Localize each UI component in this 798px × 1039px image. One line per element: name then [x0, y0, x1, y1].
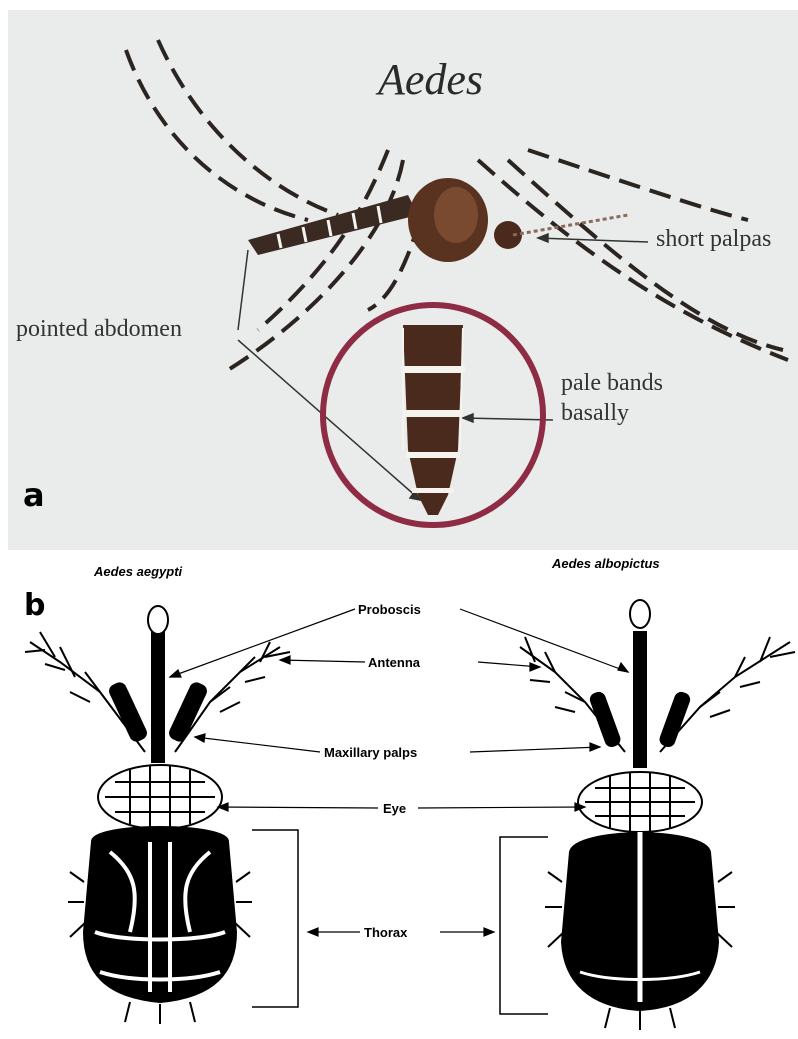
- label-maxillary-palps: Maxillary palps: [322, 745, 419, 760]
- panel-label-a: a: [23, 476, 45, 514]
- panel-a-photo: Aedes short palpas pointed abdomen pale …: [8, 10, 798, 550]
- arrow-abdomen-circle: [238, 340, 418, 498]
- panel-a-title: Aedes: [378, 54, 483, 105]
- mosquito-leg: [126, 50, 308, 220]
- mosquito-abdomen: [248, 195, 418, 255]
- abdomen-closeup: [401, 325, 465, 515]
- arrow-pale-bands: [463, 418, 553, 420]
- thorax-brackets: [252, 830, 548, 1014]
- arrow-abdomen-tip: [238, 250, 248, 330]
- aedes-aegypti-drawing: [25, 606, 290, 1024]
- arrow-short-palps: [538, 238, 648, 242]
- label-pale-bands: pale bands: [561, 370, 663, 397]
- label-proboscis: Proboscis: [356, 602, 423, 617]
- mosquito-leg: [158, 40, 338, 215]
- mosquito-head: [494, 221, 522, 249]
- label-eye: Eye: [381, 801, 408, 816]
- mosquito-leg: [228, 160, 403, 370]
- species-label-aegypti: Aedes aegypti: [94, 564, 182, 579]
- panel-b-diagram: Aedes aegypti Aedes albopictus b Probosc…: [0, 552, 798, 1039]
- mosquito-leg: [478, 160, 788, 360]
- mosquito-leg: [508, 160, 783, 350]
- panel-label-b: b: [24, 588, 45, 623]
- aedes-head-thorax-diagram: [0, 552, 798, 1039]
- label-thorax: Thorax: [362, 925, 409, 940]
- label-short-palps: short palpas: [656, 226, 771, 253]
- species-label-albopictus: Aedes albopictus: [552, 556, 660, 571]
- label-pointed-abdomen: pointed abdomen: [16, 316, 182, 343]
- aedes-albopictus-drawing: [520, 600, 795, 1030]
- label-antenna: Antenna: [366, 655, 422, 670]
- label-basally: basally: [561, 400, 629, 427]
